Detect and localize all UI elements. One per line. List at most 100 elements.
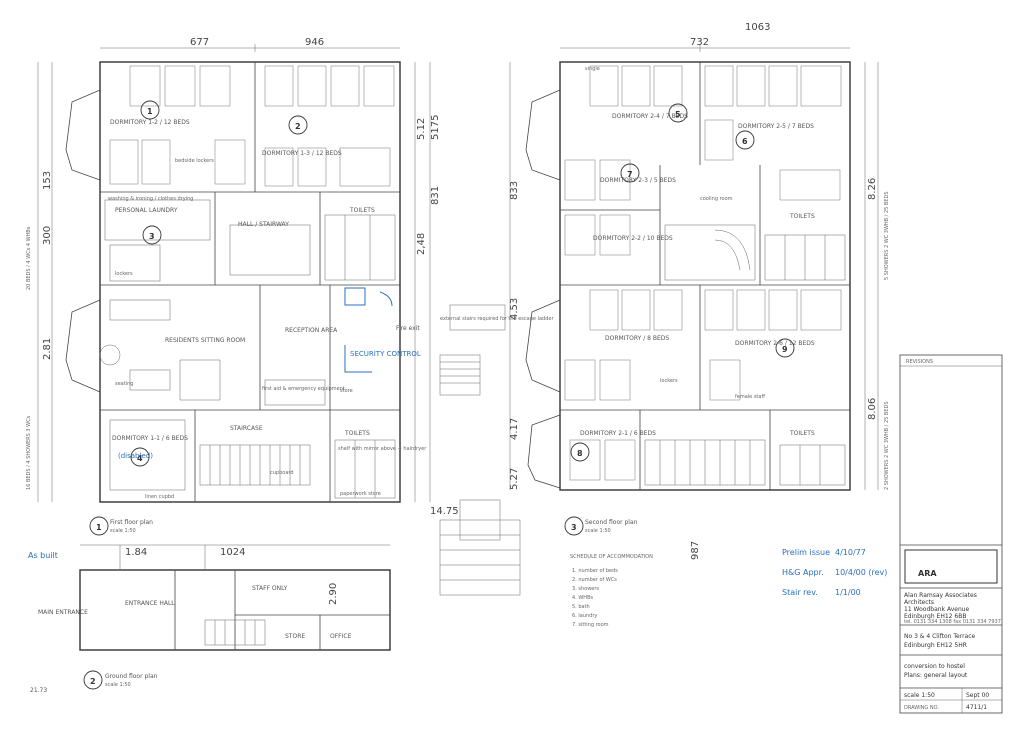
tb-address-2: Edinburgh EH12 6BB [904,613,966,620]
room-circle-6 [735,130,755,150]
dim-side-11: 8.06 [867,398,878,420]
room-label-toilets-3: TOILETS [789,213,815,220]
room-circle-1 [140,100,160,120]
stair-sketch [439,499,521,596]
label-stair-sketch: 14.75 [430,506,459,517]
dim-side-6: 2,48 [416,233,427,255]
revision-date-2: 10/4/00 (rev) [835,568,887,577]
dim-top-2: 946 [305,37,324,48]
tb-logo: ARA [918,569,937,578]
room-label-lockers: lockers [660,378,678,384]
schedule-item-3: 3. showers [572,586,599,592]
note-linen: linen cupbd [145,494,174,500]
revision-date-3: 1/1/00 [835,588,861,597]
dim-side-10: 4.53 [509,298,520,320]
revision-date-1: 4/10/77 [835,548,866,557]
plan-title-ground: Ground floor plan [105,673,158,680]
note-as-built: As built [28,551,58,560]
dim-side-9: 8.26 [867,178,878,200]
note-pencil: 21.73 [30,687,47,694]
revision-label-1: Prelim issue [782,548,830,557]
revision-label-3: Stair rev. [782,588,818,597]
dim-ground-3: 2.90 [328,583,339,605]
room-label-dorm-2-2: DORMITORY 2-2 / 10 BEDS [593,235,673,242]
room-label-dorm-1-2: DORMITORY 1-2 / 12 BEDS [110,119,190,126]
room-circle-8-number: 8 [577,449,583,458]
tb-project-1: No 3 & 4 Clifton Terrace [904,633,976,640]
side-note-3: 5 SHOWERS 2 WC 3WHB / 25 BEDS [884,191,890,280]
room-circle-3-number: 3 [149,232,155,241]
label-staff-only: STAFF ONLY [252,585,288,592]
plan-circle-second [564,516,584,536]
ground-floor-plan [79,544,391,651]
dim-top-3: 732 [690,37,709,48]
bay-window-1 [65,89,101,181]
label-entrance-hall: ENTRANCE HALL [125,600,175,607]
first-floor-outline [99,61,401,503]
side-note-4: 2 SHOWERS 2 WC 3WHB / 25 BEDS [884,401,890,490]
note-bedside: bedside lockers [175,158,214,164]
room-circle-9-number: 9 [782,345,788,354]
schedule-title: SCHEDULE OF ACCOMMODATION [570,554,653,560]
plan-circle-first [89,516,109,536]
dim-side-2: 831 [430,186,441,205]
room-label-hall: HALL / STAIRWAY [238,221,289,228]
plan-title-second: Second floor plan [585,519,638,526]
room-label-dorm-2-1: DORMITORY 2-1 / 6 BEDS [580,430,656,437]
room-label-dorm-2-3: DORMITORY 2-3 / 5 BEDS [600,177,676,184]
dim-side-7: 5.12 [416,118,427,140]
dim-side-13: 5.27 [509,468,520,490]
note-store: store [340,388,353,394]
plan-circle-ground [83,670,103,690]
revision-label-2: H&G Appr. [782,568,824,577]
room-label-dorm-1-3: DORMITORY 1-3 / 12 BEDS [262,150,342,157]
dim-side-8: 833 [509,181,520,200]
room-label-security: SECURITY CONTROL [350,350,421,358]
room-label-toilets-1: TOILETS [349,207,375,214]
tb-description-1: conversion to hostel [904,663,965,670]
dim-side-12: 4.17 [509,418,520,440]
second-floor-outline [559,61,851,491]
room-label-dorm-2-x: DORMITORY / 8 BEDS [605,335,669,342]
room-label-female: female staff [735,394,765,400]
room-label-single: single [585,66,600,72]
room-circle-3 [142,225,162,245]
plan-scale-second: scale 1:50 [585,528,611,534]
room-circle-4 [130,447,150,467]
note-first-aid: first aid & emergency equipment [262,386,345,392]
tb-date: Sept 00 [966,692,989,699]
label-office: OFFICE [330,633,352,640]
room-label-toilets-2: TOILETS [344,430,370,437]
label-main-entrance: MAIN ENTRANCE [38,609,88,616]
note-paperwork: paperwork store [340,491,381,497]
room-label-reception: RECEPTION AREA [285,327,338,334]
dim-side-5: 2.81 [42,338,53,360]
side-note-2: 16 BEDS / 4 SHOWERS 3 WCs [26,415,32,490]
room-label-laundry: PERSONAL LAUNDRY [115,207,178,214]
second-floor-plan [509,44,879,491]
note-seating: seating [115,381,133,387]
title-block [899,354,1003,714]
room-label-sitting: RESIDENTS SITTING ROOM [165,337,245,344]
room-circle-6-number: 6 [742,137,748,146]
dim-side-1: 5175 [430,115,441,140]
schedule-item-6: 6. laundry [572,613,597,619]
plan-circle-first-number: 1 [96,523,102,532]
room-circle-7-number: 7 [627,170,633,179]
tb-drawing-no-label: DRAWING NO. [904,705,939,711]
room-label-staircase: STAIRCASE [230,425,263,432]
tb-drawing-no: 4711/1 [966,704,987,711]
schedule-item-4: 4. WHBs [572,595,593,601]
schedule-item-7: 7. sitting room [572,622,609,628]
schedule-item-2: 2. number of WCs [572,577,617,583]
tb-project-2: Edinburgh EH12 5HR [904,642,967,649]
note-lockers: lockers [115,271,133,277]
room-label-dorm-1-1: DORMITORY 1-1 / 6 BEDS [112,435,188,442]
dim-side-14: 987 [690,541,701,560]
label-store-1: STORE [285,633,305,640]
note-shelf: shelf with mirror above + hairdryer [338,446,427,452]
plan-circle-ground-number: 2 [90,677,96,686]
room-circle-2-number: 2 [295,122,301,131]
